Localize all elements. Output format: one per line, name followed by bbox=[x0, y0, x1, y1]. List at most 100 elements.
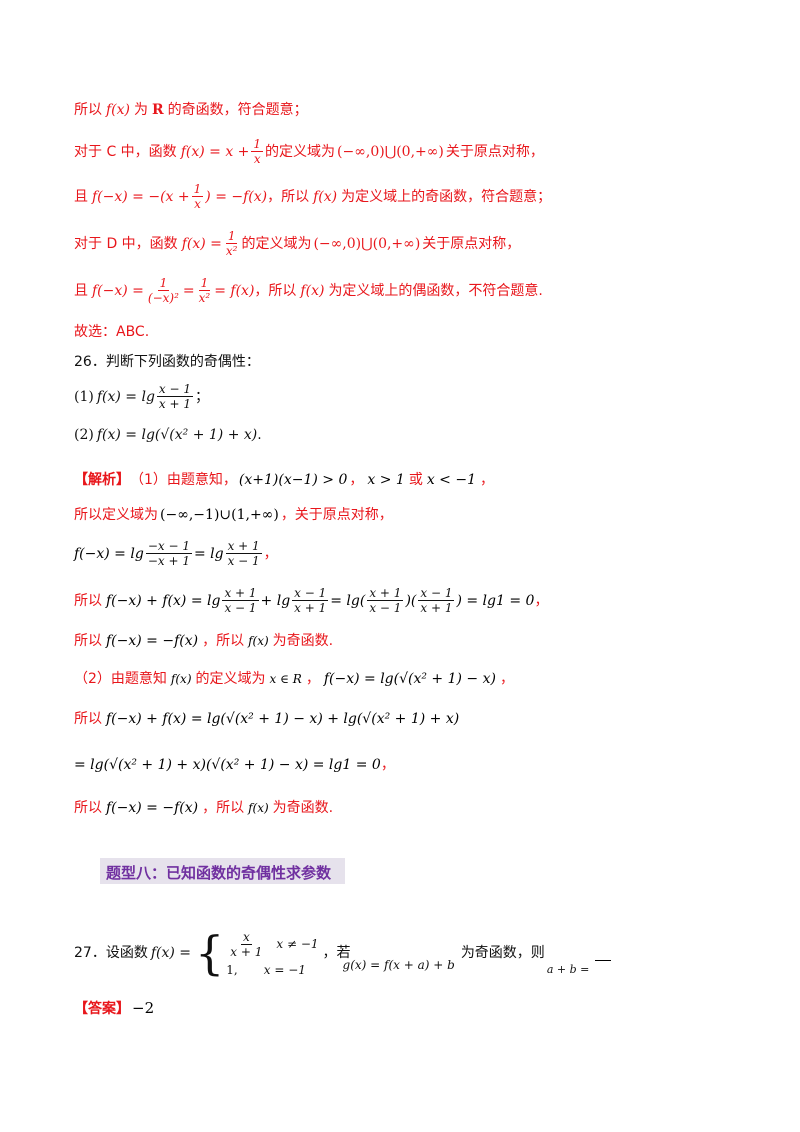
analysis-line-9: 所以 f(−x) = −f(x) ，所以 f(x) 为奇函数. bbox=[74, 801, 333, 815]
math: f(x) = x + bbox=[180, 143, 250, 160]
numerator: x + 1 bbox=[222, 586, 259, 601]
part-label: (2) bbox=[74, 427, 94, 443]
math: f(−x) + f(x) = lg(√(x² + 1) − x) + lg(√(… bbox=[106, 711, 460, 727]
math: x > 1 bbox=[367, 472, 405, 488]
math: )( bbox=[405, 592, 417, 609]
math: (−∞,0)⋃(0,+∞) bbox=[313, 235, 421, 252]
math: x < −1 bbox=[426, 472, 476, 488]
math: = lg( bbox=[330, 592, 366, 609]
denominator: x + 1 bbox=[230, 944, 263, 959]
numerator: 1 bbox=[251, 137, 264, 152]
text: ， bbox=[263, 545, 278, 562]
math: f(x) bbox=[248, 634, 269, 648]
analysis-line-8: = lg(√(x² + 1) + x)(√(x² + 1) − x) = lg1… bbox=[74, 758, 395, 772]
text: 且 bbox=[74, 188, 88, 205]
numerator: x bbox=[240, 929, 252, 945]
text: 为奇函数. bbox=[272, 633, 334, 649]
math: a + b = bbox=[546, 962, 590, 976]
math: f(x) bbox=[106, 102, 131, 118]
text: 为定义域上的偶函数，不符合题意. bbox=[328, 282, 543, 299]
text: 所以 bbox=[74, 102, 102, 118]
text: ， bbox=[349, 472, 364, 488]
text: ，所以 bbox=[267, 188, 310, 205]
denominator: −x + 1 bbox=[147, 554, 190, 568]
case-condition: x = −1 bbox=[263, 962, 306, 977]
text: ， bbox=[305, 671, 320, 687]
case-value: 1, bbox=[226, 962, 238, 977]
numerator: x − 1 bbox=[156, 382, 194, 397]
text: 所以 bbox=[74, 800, 102, 816]
text: 为 bbox=[134, 102, 149, 118]
math: f(−x) = lg bbox=[74, 545, 144, 562]
denominator: x − 1 bbox=[227, 554, 260, 568]
math: f(x) = lg bbox=[96, 388, 155, 405]
math: = bbox=[182, 282, 195, 299]
math: g(x) = f(x + a) + b bbox=[342, 958, 455, 972]
numerator: 1 bbox=[198, 276, 211, 291]
solution-line-6: 故选：ABC. bbox=[74, 325, 149, 339]
denominator: (−x)² bbox=[147, 291, 179, 305]
question-26-title: 26．判断下列函数的奇偶性： bbox=[74, 355, 260, 369]
text: 为奇函数，则 bbox=[460, 945, 545, 961]
text: 所以定义域为 bbox=[74, 507, 158, 523]
denominator: x bbox=[253, 152, 261, 166]
math: (x+1)(x−1) > 0 bbox=[238, 472, 348, 488]
answer-line: 【答案】 −2 bbox=[74, 1001, 154, 1016]
denominator: x − 1 bbox=[369, 601, 402, 615]
math: f(x) = bbox=[181, 235, 222, 252]
numerator: 1 bbox=[157, 276, 170, 291]
numerator: −x − 1 bbox=[145, 539, 192, 554]
math: f(−x) = lg(√(x² + 1) − x) bbox=[323, 671, 496, 687]
math: f(x) bbox=[170, 672, 192, 686]
answer-value: −2 bbox=[132, 999, 155, 1017]
math: f(x) bbox=[248, 801, 269, 815]
math: = lg(√(x² + 1) + x)(√(x² + 1) − x) = lg1… bbox=[74, 757, 381, 773]
text: 的定义域为 bbox=[241, 235, 312, 252]
math: f(x) bbox=[313, 188, 338, 205]
text: ； bbox=[195, 388, 210, 405]
numerator: x − 1 bbox=[418, 586, 455, 601]
text: 为奇函数. bbox=[272, 800, 334, 816]
analysis-line-1: 【解析】 （1）由题意知， (x+1)(x−1) > 0 ， x > 1 或 x… bbox=[74, 473, 494, 487]
text: （1）由题意知， bbox=[130, 472, 237, 488]
brace-glyph: { bbox=[195, 926, 225, 980]
math: ) = lg1 = 0 bbox=[456, 592, 535, 609]
numerator: x + 1 bbox=[225, 539, 262, 554]
text: ， bbox=[380, 757, 395, 773]
case-row-2: 1, x = −1 bbox=[226, 964, 318, 976]
math: f(−x) = −(x + bbox=[92, 188, 190, 205]
numerator: 1 bbox=[191, 182, 204, 197]
math: f(−x) = bbox=[92, 282, 144, 299]
text: 关于原点对称， bbox=[422, 235, 521, 252]
answer-blank bbox=[595, 946, 612, 961]
numerator: x + 1 bbox=[367, 586, 404, 601]
math: f(−x) = −f(x) bbox=[106, 800, 199, 816]
section-header-background bbox=[100, 858, 345, 884]
text: 的定义域为 bbox=[195, 671, 266, 687]
question-26-part-2: (2) f(x) = lg(√(x² + 1) + x) . bbox=[74, 428, 262, 442]
case-condition: x ≠ −1 bbox=[276, 937, 319, 951]
text: 或 bbox=[408, 472, 423, 488]
part-label: (1) bbox=[74, 388, 94, 405]
fraction: −x − 1−x + 1 bbox=[145, 539, 192, 568]
text: 的奇函数，符合题意； bbox=[167, 102, 308, 118]
analysis-line-7: 所以 f(−x) + f(x) = lg(√(x² + 1) − x) + lg… bbox=[74, 712, 459, 726]
text: 对于 C 中，函数 bbox=[74, 143, 177, 160]
analysis-tag: 【解析】 bbox=[74, 472, 130, 488]
